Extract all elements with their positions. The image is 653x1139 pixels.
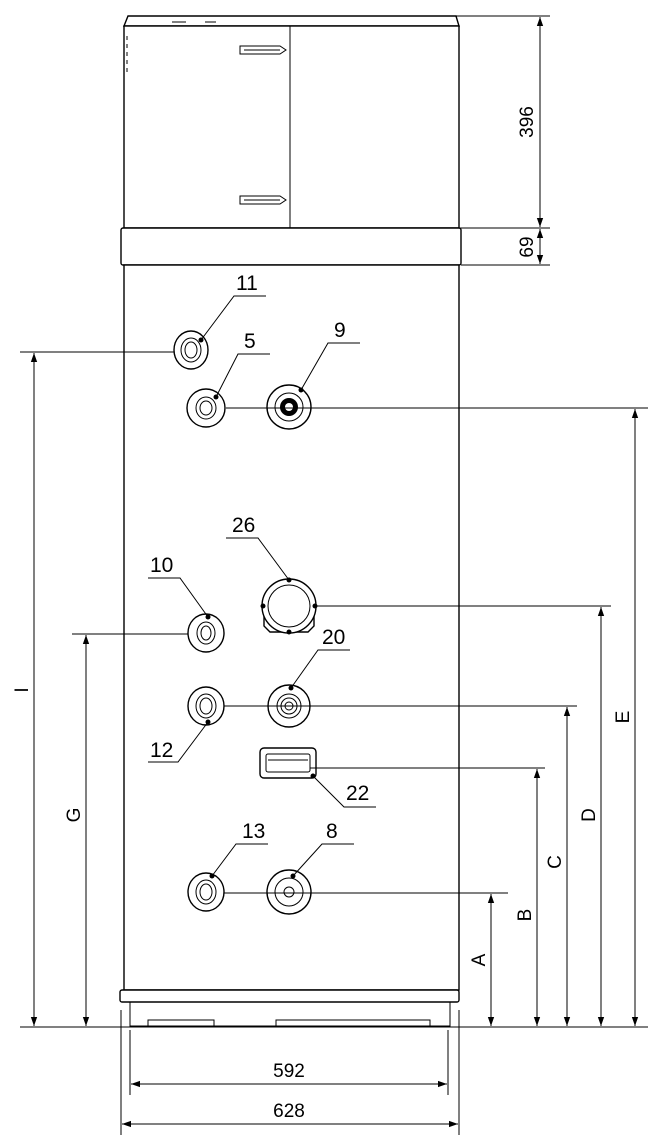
dim-C: C — [545, 855, 566, 869]
extension-lines — [20, 15, 648, 1135]
connection-22 — [259, 747, 317, 779]
dimension-lines — [30, 17, 639, 1128]
connection-12 — [187, 686, 225, 726]
dim-396: 396 — [517, 106, 538, 138]
dim-D: D — [579, 808, 600, 822]
dim-I: I — [12, 687, 33, 692]
foot-left — [147, 1019, 215, 1027]
leaders — [148, 295, 376, 877]
lower-handle — [239, 195, 287, 205]
dim-628: 628 — [273, 1101, 305, 1122]
label-12: 12 — [150, 739, 173, 762]
label-10: 10 — [150, 554, 173, 577]
upper-handle — [239, 45, 287, 55]
middle-band — [120, 227, 462, 266]
label-20: 20 — [322, 626, 345, 649]
connection-8 — [266, 869, 312, 915]
connection-10 — [187, 613, 225, 653]
connection-13 — [187, 872, 225, 912]
label-22: 22 — [346, 782, 369, 805]
label-9: 9 — [334, 319, 346, 342]
dim-G: G — [64, 808, 85, 823]
foot-right — [275, 1019, 431, 1027]
feet — [129, 1002, 451, 1027]
top-lid — [122, 15, 460, 27]
connection-9 — [266, 384, 312, 430]
label-26: 26 — [232, 514, 255, 537]
dim-592: 592 — [273, 1061, 305, 1082]
label-11: 11 — [236, 272, 258, 295]
label-5: 5 — [244, 330, 256, 353]
dim-E: E — [613, 711, 634, 724]
label-8: 8 — [326, 820, 338, 843]
connection-5 — [186, 388, 226, 428]
dim-69: 69 — [517, 236, 538, 257]
label-13: 13 — [242, 820, 265, 843]
connection-26 — [260, 577, 318, 635]
base-plinth — [119, 989, 460, 1003]
dim-B: B — [515, 909, 536, 922]
heat-pump-housing — [123, 25, 460, 229]
dim-A: A — [469, 953, 490, 966]
